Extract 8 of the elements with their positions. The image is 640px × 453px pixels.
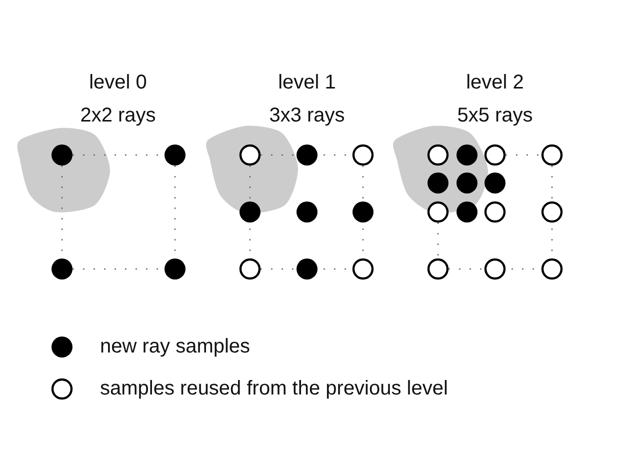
- level-heading: level 1: [278, 72, 336, 94]
- legend-label: samples reused from the previous level: [100, 378, 448, 400]
- ray-count-label: 5x5 rays: [457, 104, 533, 128]
- ray-count-label: 3x3 rays: [269, 104, 345, 128]
- level-heading: level 0: [89, 72, 147, 94]
- legend-label: new ray samples: [100, 336, 250, 358]
- level-heading: level 2: [466, 72, 524, 94]
- ray-count-label: 2x2 rays: [80, 104, 156, 128]
